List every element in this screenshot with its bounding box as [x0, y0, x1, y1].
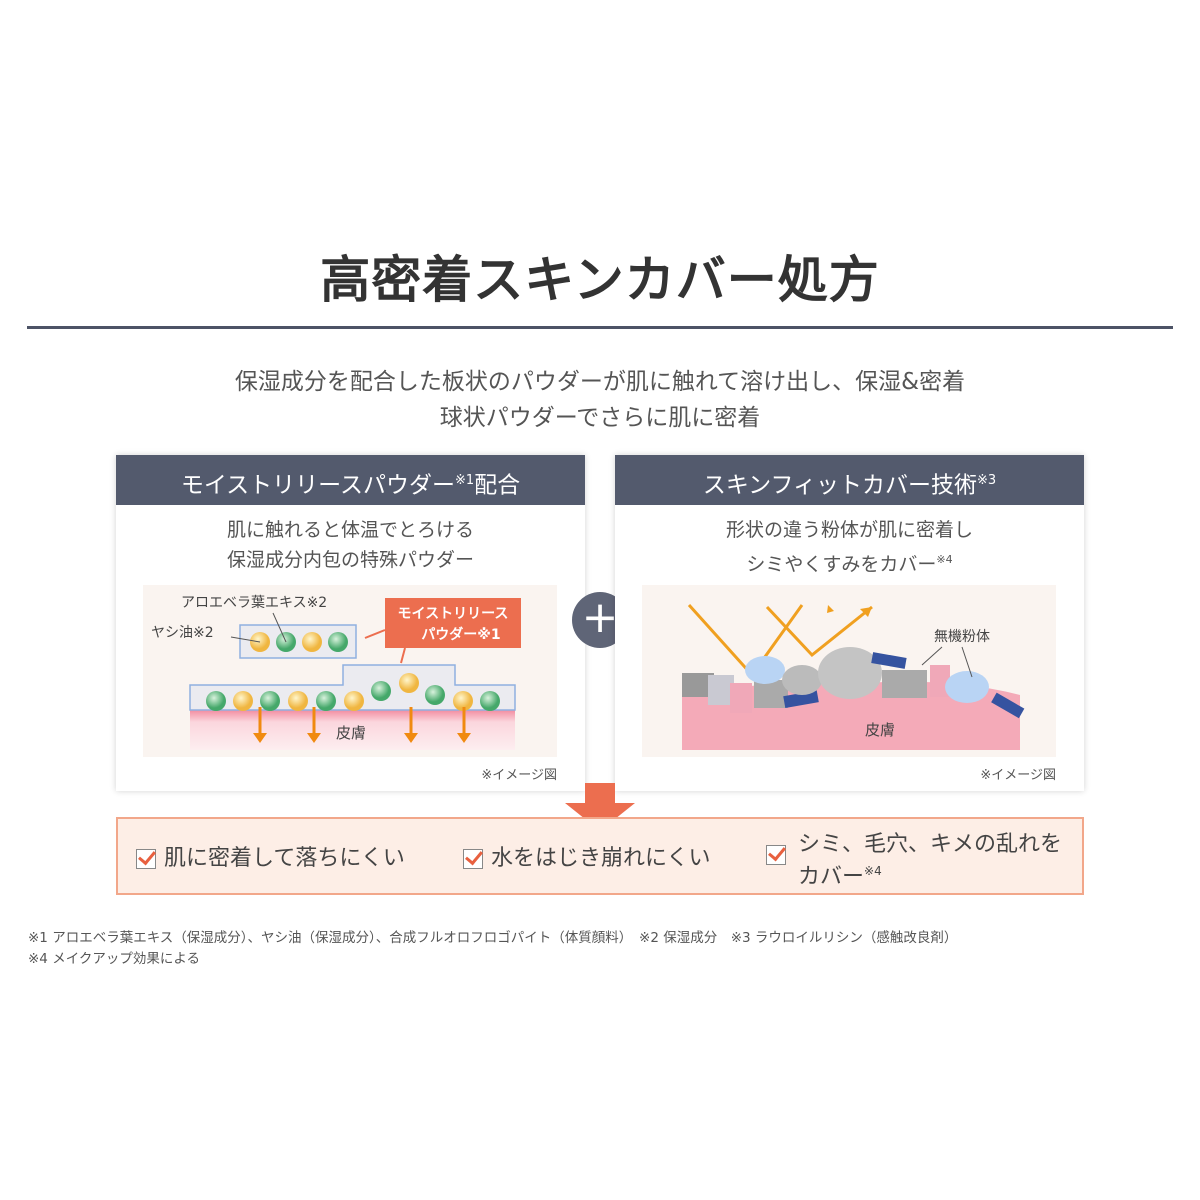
image-note: ※イメージ図	[980, 768, 1056, 783]
checkbox-icon	[463, 849, 483, 869]
powder-particles	[682, 647, 1025, 719]
header-sup: ※1	[455, 473, 475, 488]
result-item: 肌に密着して落ちにくい	[136, 845, 405, 872]
result-text: 肌に密着して落ちにくい	[164, 846, 405, 871]
title-divider	[27, 326, 1173, 329]
footnote: ※4 メイクアップ効果による	[28, 951, 201, 967]
subtitle-line-1: 保湿成分を配合した板状のパウダーが肌に触れて溶け出し、保湿&密着	[234, 369, 966, 395]
page-title: 高密着スキンカバー処方	[320, 251, 880, 309]
header-suffix: 配合	[474, 472, 521, 499]
result-text: シミ、毛穴、キメの乱れを	[798, 832, 1063, 857]
powder-label-1: モイストリリース	[398, 606, 509, 622]
card-description: 形状の違う粉体が肌に密着しシミやくすみをカバー※4	[615, 515, 1084, 579]
header-sup: ※3	[977, 473, 997, 488]
powder-label-2: パウダー※1	[421, 626, 500, 643]
result-box: 肌に密着して落ちにくい 水をはじき崩れにくい シミ、毛穴、キメの乱れをカバー※4	[116, 817, 1084, 895]
footnote: ※1 アロエベラ葉エキス（保湿成分）、ヤシ油（保湿成分）、合成フルオロフロゴパイ…	[28, 930, 958, 946]
skin-fit-diagram: 無機粉体 皮膚	[642, 585, 1056, 757]
card-header: モイストリリースパウダー※1配合	[116, 455, 585, 505]
desc-line: 保湿成分内包の特殊パウダー	[226, 549, 474, 571]
desc-line: シミやくすみをカバー	[746, 553, 937, 576]
moist-release-card: モイストリリースパウダー※1配合 肌に触れると体温でとろける保湿成分内包の特殊パ…	[116, 455, 585, 791]
checkbox-icon	[136, 849, 156, 869]
absorb-arrows	[253, 707, 471, 743]
result-text: 水をはじき崩れにくい	[491, 846, 711, 871]
header-text: スキンフィットカバー技術	[702, 472, 977, 499]
card-description: 肌に触れると体温でとろける保湿成分内包の特殊パウダー	[116, 515, 585, 575]
inorganic-label: 無機粉体	[934, 629, 990, 645]
header-text: モイストリリースパウダー	[180, 472, 455, 499]
result-text: カバー	[798, 864, 865, 890]
skin-label: 皮膚	[336, 724, 366, 742]
aloe-label: アロエベラ葉エキス※2	[181, 595, 327, 611]
result-item: 水をはじき崩れにくい	[463, 845, 711, 872]
checkbox-icon	[766, 845, 786, 865]
result-item: シミ、毛穴、キメの乱れをカバー※4	[766, 831, 1062, 890]
card-header: スキンフィットカバー技術※3	[615, 455, 1084, 505]
subtitle-line-2: 球状パウダーでさらに肌に密着	[439, 405, 761, 431]
image-note: ※イメージ図	[481, 768, 557, 783]
desc-line: 肌に触れると体温でとろける	[226, 519, 474, 541]
palm-label: ヤシ油※2	[151, 625, 214, 641]
skin-label: 皮膚	[865, 721, 895, 739]
result-sup: ※4	[864, 864, 882, 878]
desc-line: 形状の違う粉体が肌に密着し	[725, 519, 973, 541]
particles	[206, 632, 500, 711]
skin-fit-card: スキンフィットカバー技術※3 形状の違う粉体が肌に密着しシミやくすみをカバー※4…	[615, 455, 1084, 791]
desc-sup: ※4	[936, 553, 953, 566]
powder-diagram: アロエベラ葉エキス※2 ヤシ油※2 モイストリリース パウダー※1 皮膚	[143, 585, 557, 757]
down-arrow-icon	[565, 783, 635, 831]
